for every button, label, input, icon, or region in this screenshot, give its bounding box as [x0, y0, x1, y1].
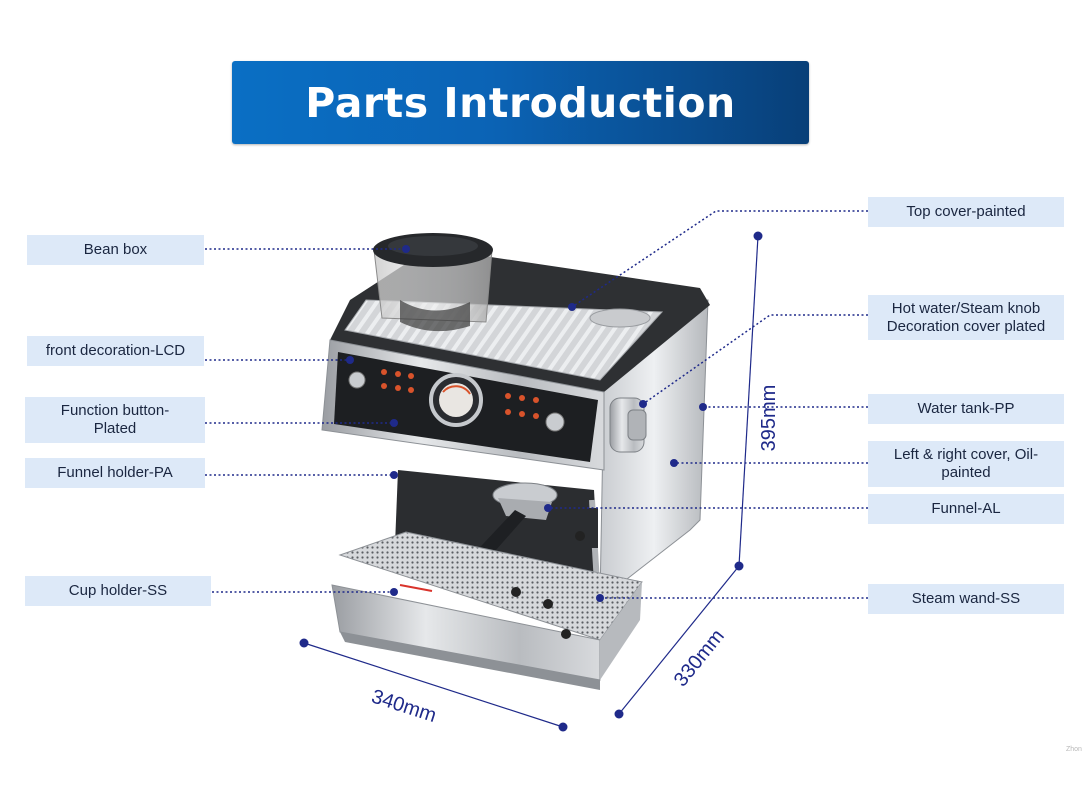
label-funnel-holder: Funnel holder-PA — [25, 458, 205, 488]
label-steam-knob: Hot water/Steam knob Decoration cover pl… — [868, 295, 1064, 340]
dimension-endpoints — [299, 231, 763, 732]
espresso-machine — [321, 233, 710, 690]
dimension-lines — [303, 235, 759, 728]
dimension-height-label: 395mm — [758, 385, 780, 452]
dimension-width-line — [303, 642, 564, 728]
label-front-decoration: front decoration-LCD — [27, 336, 204, 366]
leader-dots — [346, 245, 707, 602]
dimension-depth-label: 330mm — [670, 625, 729, 691]
dimension-height-line — [738, 235, 759, 567]
label-function-button: Function button- Plated — [25, 397, 205, 443]
label-water-tank: Water tank-PP — [868, 394, 1064, 424]
label-side-cover: Left & right cover, Oil- painted — [868, 441, 1064, 487]
label-funnel: Funnel-AL — [868, 494, 1064, 524]
label-cup-holder: Cup holder-SS — [25, 576, 211, 606]
watermark: Zhon — [1066, 746, 1082, 753]
dimension-width-label: 340mm — [369, 686, 439, 728]
label-steam-wand: Steam wand-SS — [868, 584, 1064, 614]
title-banner: Parts Introduction — [232, 61, 809, 144]
dimension-depth-line — [618, 565, 740, 715]
leader-steam-knob — [642, 314, 868, 405]
label-bean-box: Bean box — [27, 235, 204, 265]
leader-top-cover — [571, 210, 868, 308]
label-top-cover: Top cover-painted — [868, 197, 1064, 227]
leader-lines — [205, 210, 868, 599]
page-title: Parts Introduction — [305, 78, 736, 127]
